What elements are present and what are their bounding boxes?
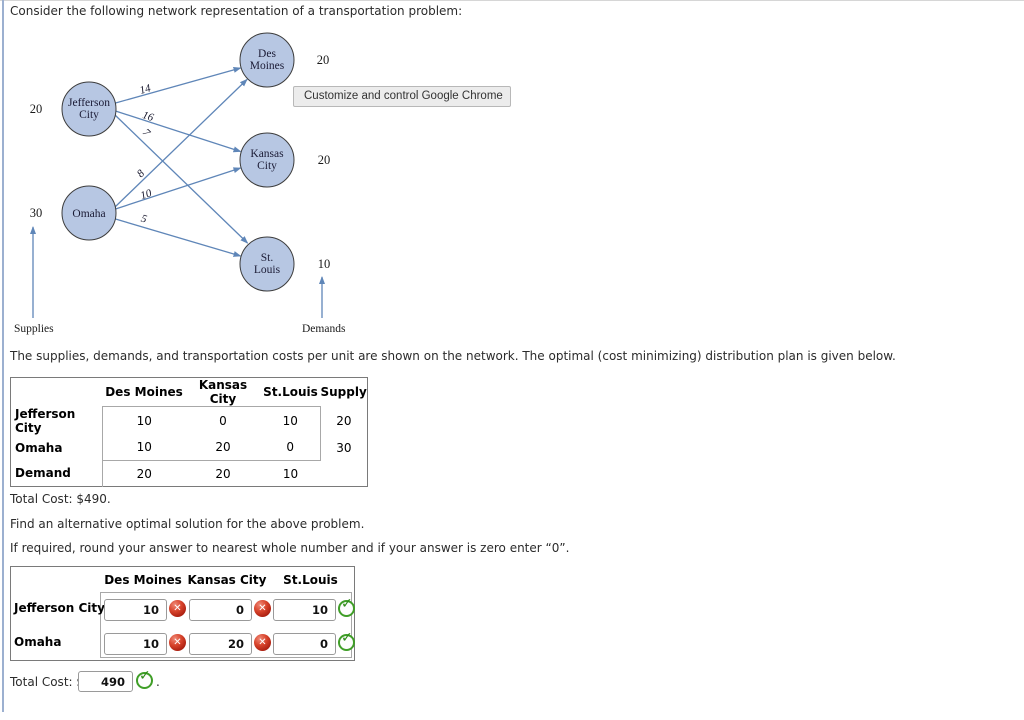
correct-icon	[338, 631, 355, 651]
node-omaha: Omaha	[61, 185, 117, 241]
cell-value: 0	[260, 434, 321, 461]
demand-value: 20	[318, 153, 331, 167]
cell-value: 10	[260, 406, 321, 435]
col-header-st-louis: St.Louis	[263, 385, 318, 399]
cell-value: 20	[185, 460, 261, 487]
answer-input-omaha-kansascity[interactable]	[189, 633, 252, 655]
edge-cost-label: 10	[139, 187, 154, 202]
form-row-header-jefferson-city: Jefferson City	[14, 601, 105, 615]
table-row: Omaha 10 20 0 30	[11, 434, 368, 461]
node-label: Jefferson	[68, 97, 110, 109]
demand-value: 10	[318, 257, 331, 271]
node-label: City	[79, 109, 99, 121]
edge-cost-label: 7	[140, 127, 153, 140]
cell-value: 0	[185, 406, 261, 435]
edge-jeffersoncity-stlouis	[114, 114, 249, 244]
row-header-jefferson-city: Jefferson City	[15, 406, 76, 435]
edge-jeffersoncity-desmoines	[115, 66, 242, 104]
node-label: City	[257, 160, 277, 172]
form-col-header-kansas-city: Kansas City	[187, 573, 267, 587]
cell-value: 20	[215, 440, 231, 455]
node-label: Louis	[254, 264, 281, 276]
content-left-border	[2, 0, 4, 712]
total-cost-input[interactable]	[78, 671, 133, 692]
node-st-louis: St. Louis	[239, 236, 295, 292]
cell-value: 20	[336, 413, 352, 428]
edge-omaha-desmoines	[114, 78, 248, 208]
incorrect-icon	[254, 634, 271, 651]
node-label: Omaha	[72, 208, 105, 220]
total-cost-label: Total Cost: $	[10, 675, 85, 689]
divider-top	[0, 0, 1024, 1]
edges	[114, 66, 249, 257]
edge-cost-label: 8	[135, 167, 148, 180]
cell-value: 10	[102, 434, 186, 461]
answer-table: Des Moines Kansas City St.Louis Jefferso…	[10, 566, 355, 661]
node-des-moines: Des Moines	[239, 32, 295, 88]
supply-value: 20	[30, 102, 43, 116]
demands-label: Demands	[302, 323, 346, 335]
correct-icon	[338, 597, 355, 617]
supply-value: 30	[30, 206, 43, 220]
correct-icon	[136, 669, 153, 689]
row-header-demand: Demand	[15, 466, 71, 481]
demand-value: 20	[317, 53, 330, 67]
col-header-kansas-city: Kansas City	[198, 378, 248, 406]
form-row-header-omaha: Omaha	[14, 635, 62, 649]
answer-input-jeffersoncity-kansascity[interactable]	[189, 599, 252, 621]
form-col-header-des-moines: Des Moines	[104, 573, 182, 587]
edge-cost-label: 5	[140, 213, 149, 226]
node-kansas-city: Kansas City	[239, 132, 295, 188]
answer-input-jeffersoncity-stlouis[interactable]	[273, 599, 336, 621]
row-header-omaha: Omaha	[15, 440, 63, 455]
incorrect-icon	[254, 600, 271, 617]
answer-input-jeffersoncity-desmoines[interactable]	[104, 599, 167, 621]
chrome-menu-tooltip: Customize and control Google Chrome	[293, 86, 511, 107]
node-label: Kansas	[250, 148, 284, 160]
table-row: Jefferson City 10 0 10 20	[11, 406, 368, 435]
problem-intro-text: Consider the following network represent…	[10, 4, 463, 18]
table-row: Demand 20 20 10	[11, 460, 368, 487]
node-label: Moines	[250, 60, 285, 72]
form-cells-border	[100, 592, 352, 658]
col-header-supply: Supply	[320, 385, 367, 400]
edge-omaha-kansascity	[115, 167, 242, 210]
cell-value	[321, 461, 368, 487]
table-corner-cell	[11, 378, 103, 407]
edge-jeffersoncity-kansascity	[115, 110, 242, 153]
node-label: Des	[258, 48, 276, 60]
col-header-des-moines: Des Moines	[105, 385, 183, 399]
node-jefferson-city: Jefferson City	[61, 81, 117, 137]
transportation-network-diagram: 14 16 7 8 10 5 Jefferson City Omaha Des …	[14, 32, 346, 335]
supplies-label: Supplies	[14, 323, 54, 335]
sentence-period: .	[156, 675, 160, 689]
node-label: St.	[261, 252, 274, 264]
optimal-solution-table: Des Moines Kansas City St.Louis Supply J…	[10, 377, 368, 487]
edge-cost-label: 14	[138, 82, 152, 97]
find-alternative-text: Find an alternative optimal solution for…	[10, 517, 365, 531]
cell-value: 30	[336, 440, 352, 455]
cell-value: 10	[260, 460, 321, 487]
incorrect-icon	[169, 600, 186, 617]
rounding-instruction-text: If required, round your answer to neares…	[10, 541, 570, 555]
cell-value: 20	[102, 460, 186, 487]
cell-value: 10	[102, 406, 186, 435]
optimal-total-cost-text: Total Cost: $490.	[10, 492, 111, 506]
edge-cost-label: 16	[141, 109, 156, 124]
incorrect-icon	[169, 634, 186, 651]
edge-omaha-stlouis	[115, 218, 242, 257]
description-text: The supplies, demands, and transportatio…	[10, 349, 896, 363]
answer-input-omaha-desmoines[interactable]	[104, 633, 167, 655]
form-col-header-st-louis: St.Louis	[283, 573, 338, 587]
answer-input-omaha-stlouis[interactable]	[273, 633, 336, 655]
